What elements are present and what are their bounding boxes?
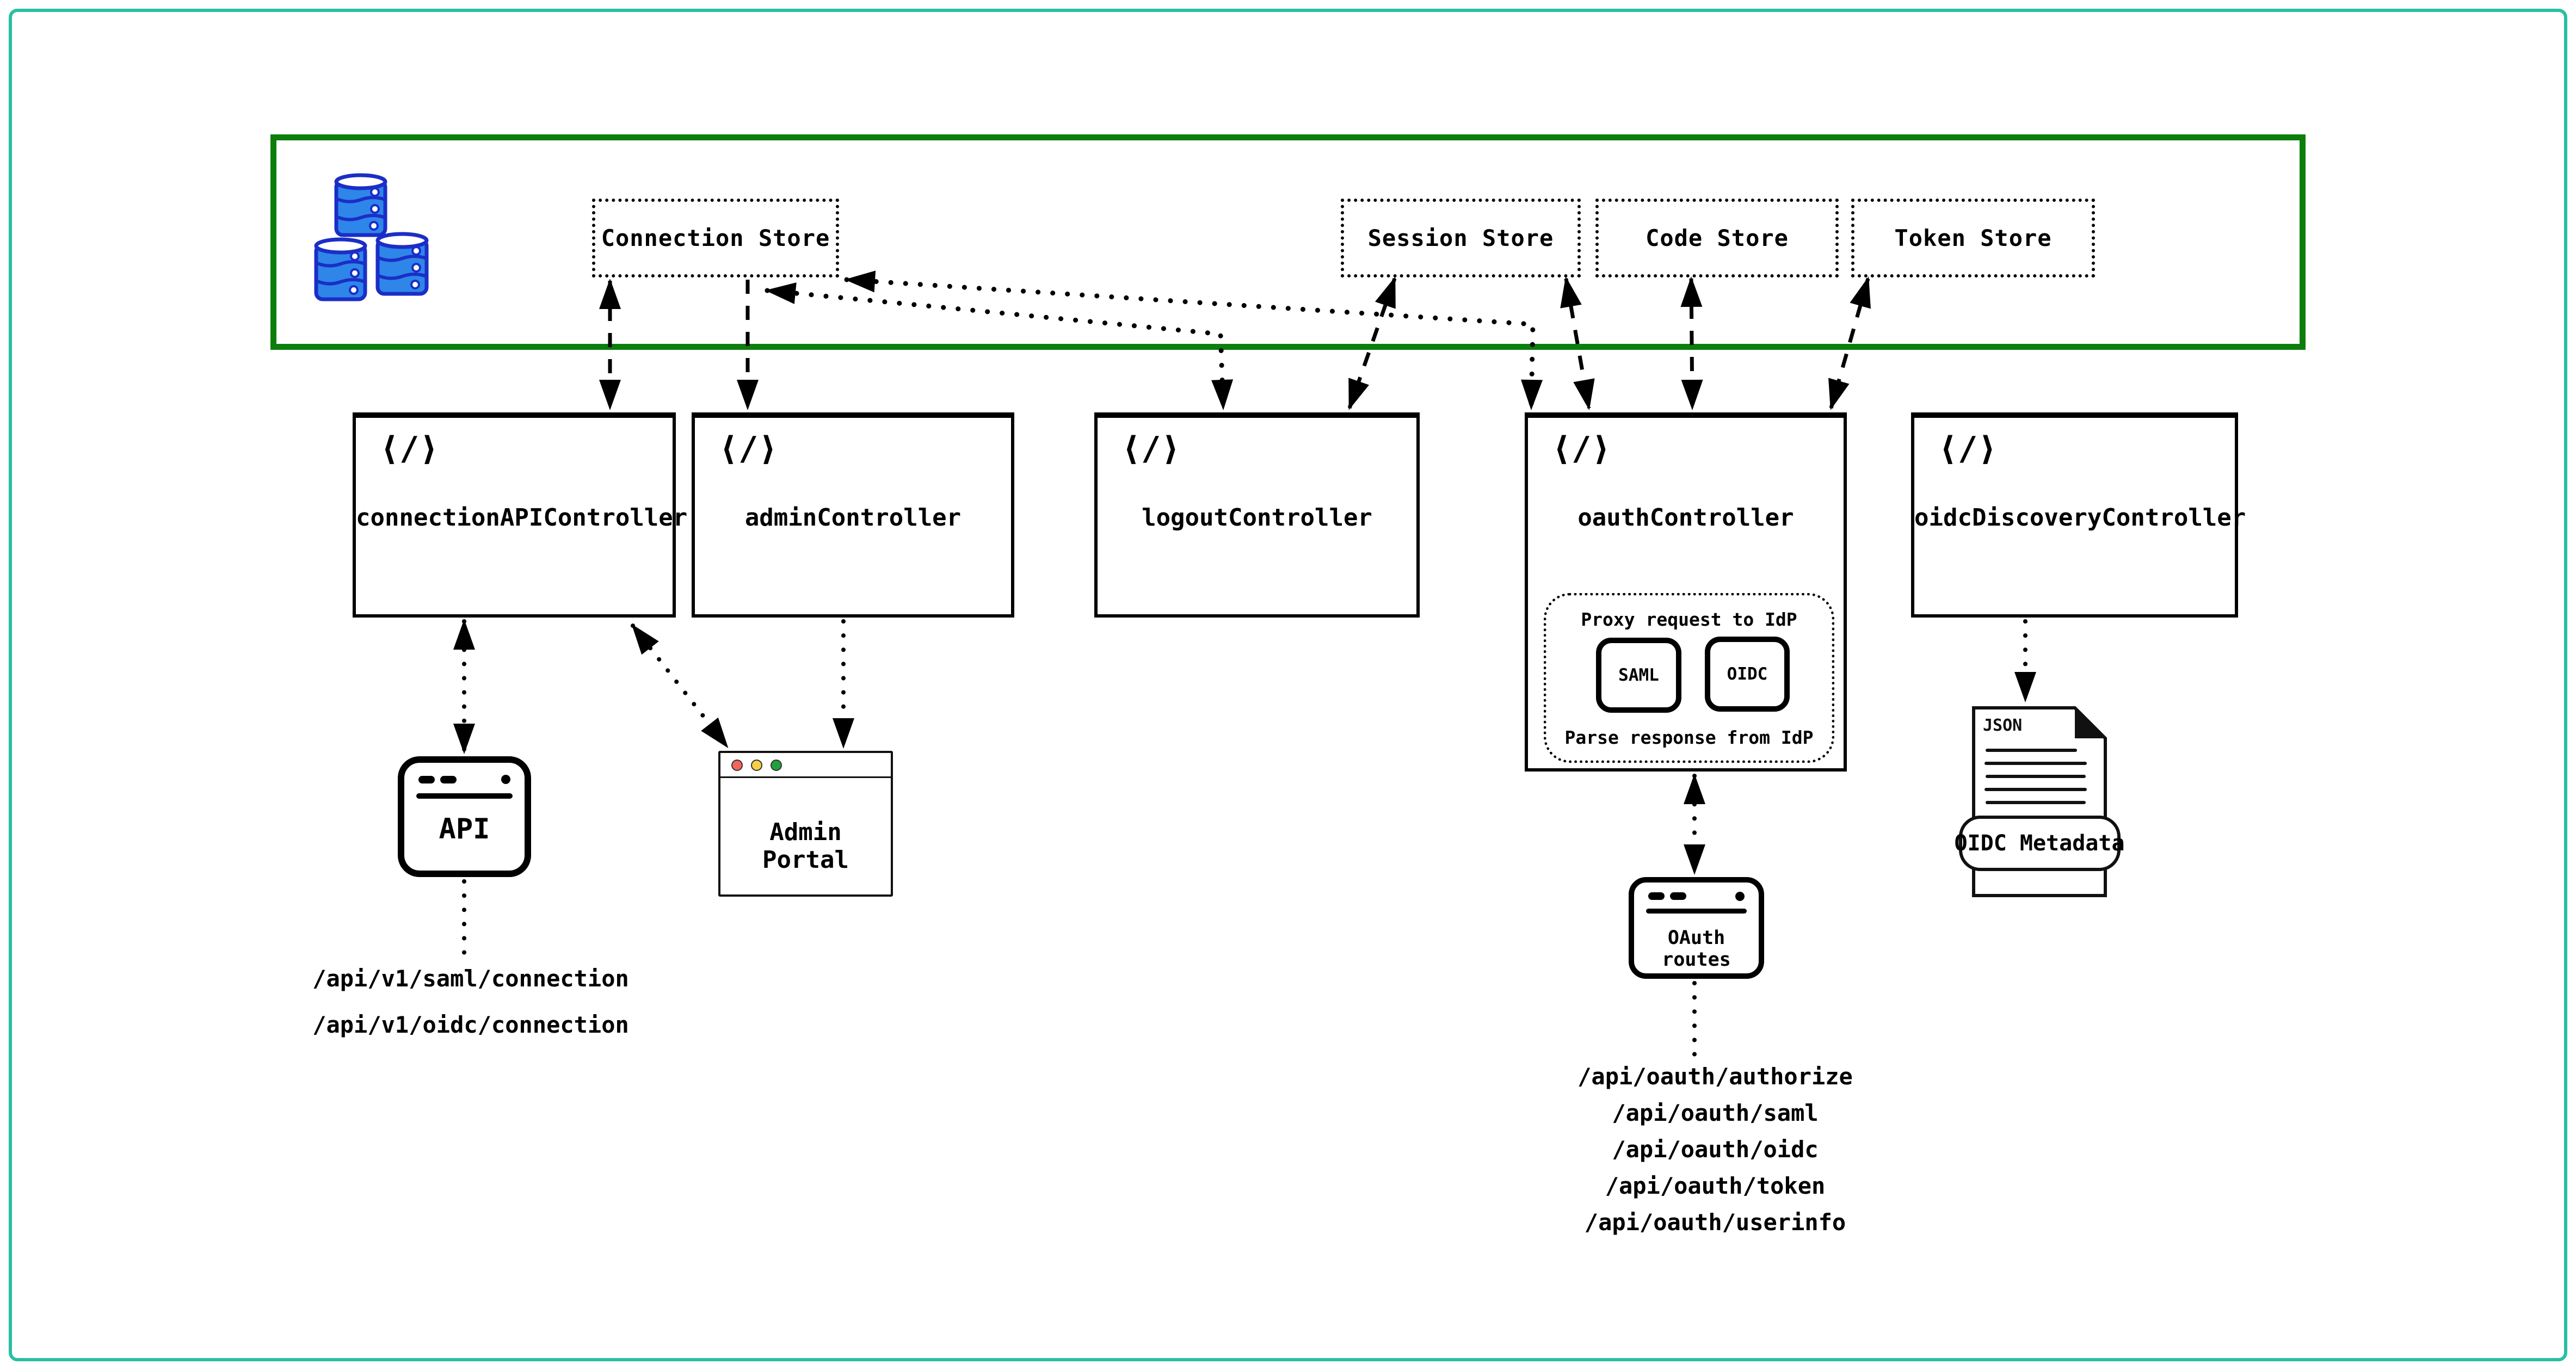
json-file-type-label: JSON — [1983, 716, 2022, 735]
code-store-box: Code Store — [1595, 199, 1839, 277]
outer-frame — [9, 9, 2567, 1361]
folded-corner-icon — [2075, 708, 2105, 738]
logout-controller-box: ⟨/⟩ logoutController — [1094, 412, 1420, 618]
token-store-label: Token Store — [1894, 225, 2052, 251]
admin-controller-label: adminController — [744, 504, 962, 532]
session-store-label: Session Store — [1367, 225, 1554, 251]
endpoint-oauth-token: /api/oauth/token — [1605, 1172, 1826, 1199]
db-barrel-left — [314, 237, 367, 301]
db-barrel-top — [334, 173, 387, 237]
code-icon: ⟨/⟩ — [380, 430, 439, 468]
code-icon: ⟨/⟩ — [1552, 430, 1611, 468]
parse-response-label: Parse response from IdP — [1564, 727, 1814, 748]
browser-titlebar — [720, 753, 891, 778]
window-tab-bar-icon — [418, 776, 435, 783]
saml-chip: SAML — [1596, 638, 1681, 713]
proxy-request-label: Proxy request to IdP — [1581, 609, 1797, 630]
minimize-dot-icon — [751, 760, 762, 771]
endpoint-oauth-saml: /api/oauth/saml — [1612, 1100, 1819, 1126]
idp-proxy-group: Proxy request to IdP SAML OIDC Parse res… — [1544, 593, 1834, 763]
endpoint-oauth-oidc: /api/oauth/oidc — [1612, 1136, 1819, 1163]
admin-portal-label: Admin Portal — [762, 818, 849, 874]
oauth-routes-label: OAuth routes — [1662, 927, 1731, 971]
window-tab-bar-icon — [1670, 892, 1686, 900]
session-store-box: Session Store — [1341, 199, 1581, 277]
endpoint-oauth-authorize: /api/oauth/authorize — [1577, 1063, 1853, 1090]
db-barrel-right — [375, 232, 429, 296]
connection-api-controller-box: ⟨/⟩ connectionAPIController — [353, 412, 688, 618]
oauth-routes-window: OAuth routes — [1629, 877, 1764, 979]
window-divider — [1646, 909, 1747, 914]
saml-chip-label: SAML — [1618, 665, 1659, 685]
window-divider — [416, 793, 513, 799]
oidc-discovery-controller-label: oidcDiscoveryController — [1914, 504, 2246, 532]
oidc-discovery-controller-box: ⟨/⟩ oidcDiscoveryController — [1911, 412, 2246, 618]
window-tab-bar-icon — [440, 776, 457, 783]
maximize-dot-icon — [771, 760, 782, 771]
oauth-controller-label: oauthController — [1577, 504, 1794, 532]
code-icon: ⟨/⟩ — [1121, 430, 1181, 468]
oidc-chip-label: OIDC — [1727, 664, 1768, 684]
window-button-icon — [501, 775, 510, 784]
connection-store-label: Connection Store — [601, 225, 830, 251]
oidc-metadata-label: OIDC Metadata — [1955, 831, 2125, 856]
admin-controller-box: ⟨/⟩ adminController — [692, 412, 1014, 618]
connection-store-box: Connection Store — [592, 199, 839, 277]
api-window: API — [398, 756, 531, 877]
oidc-chip: OIDC — [1705, 637, 1790, 712]
logout-controller-label: logoutController — [1142, 504, 1372, 532]
endpoint-oidc-connection: /api/v1/oidc/connection — [312, 1011, 629, 1038]
database-icon — [314, 173, 429, 301]
code-store-label: Code Store — [1646, 225, 1789, 251]
code-icon: ⟨/⟩ — [1938, 430, 1998, 468]
api-window-label: API — [439, 813, 490, 846]
token-store-box: Token Store — [1851, 199, 2095, 277]
metadata-banner — [1959, 816, 2121, 871]
code-icon: ⟨/⟩ — [719, 430, 778, 468]
document-text-lines — [1985, 749, 2087, 804]
window-button-icon — [1735, 892, 1745, 901]
close-dot-icon — [731, 760, 743, 771]
window-tab-bar-icon — [1648, 892, 1665, 900]
oauth-controller-box: ⟨/⟩ oauthController Proxy request to IdP… — [1525, 412, 1847, 772]
admin-portal-window: Admin Portal — [718, 751, 893, 897]
oidc-metadata-document: JSON OIDC Metadata — [1955, 706, 2125, 897]
endpoint-saml-connection: /api/v1/saml/connection — [312, 965, 629, 992]
endpoint-oauth-userinfo: /api/oauth/userinfo — [1584, 1209, 1846, 1236]
connection-api-controller-label: connectionAPIController — [356, 504, 688, 532]
